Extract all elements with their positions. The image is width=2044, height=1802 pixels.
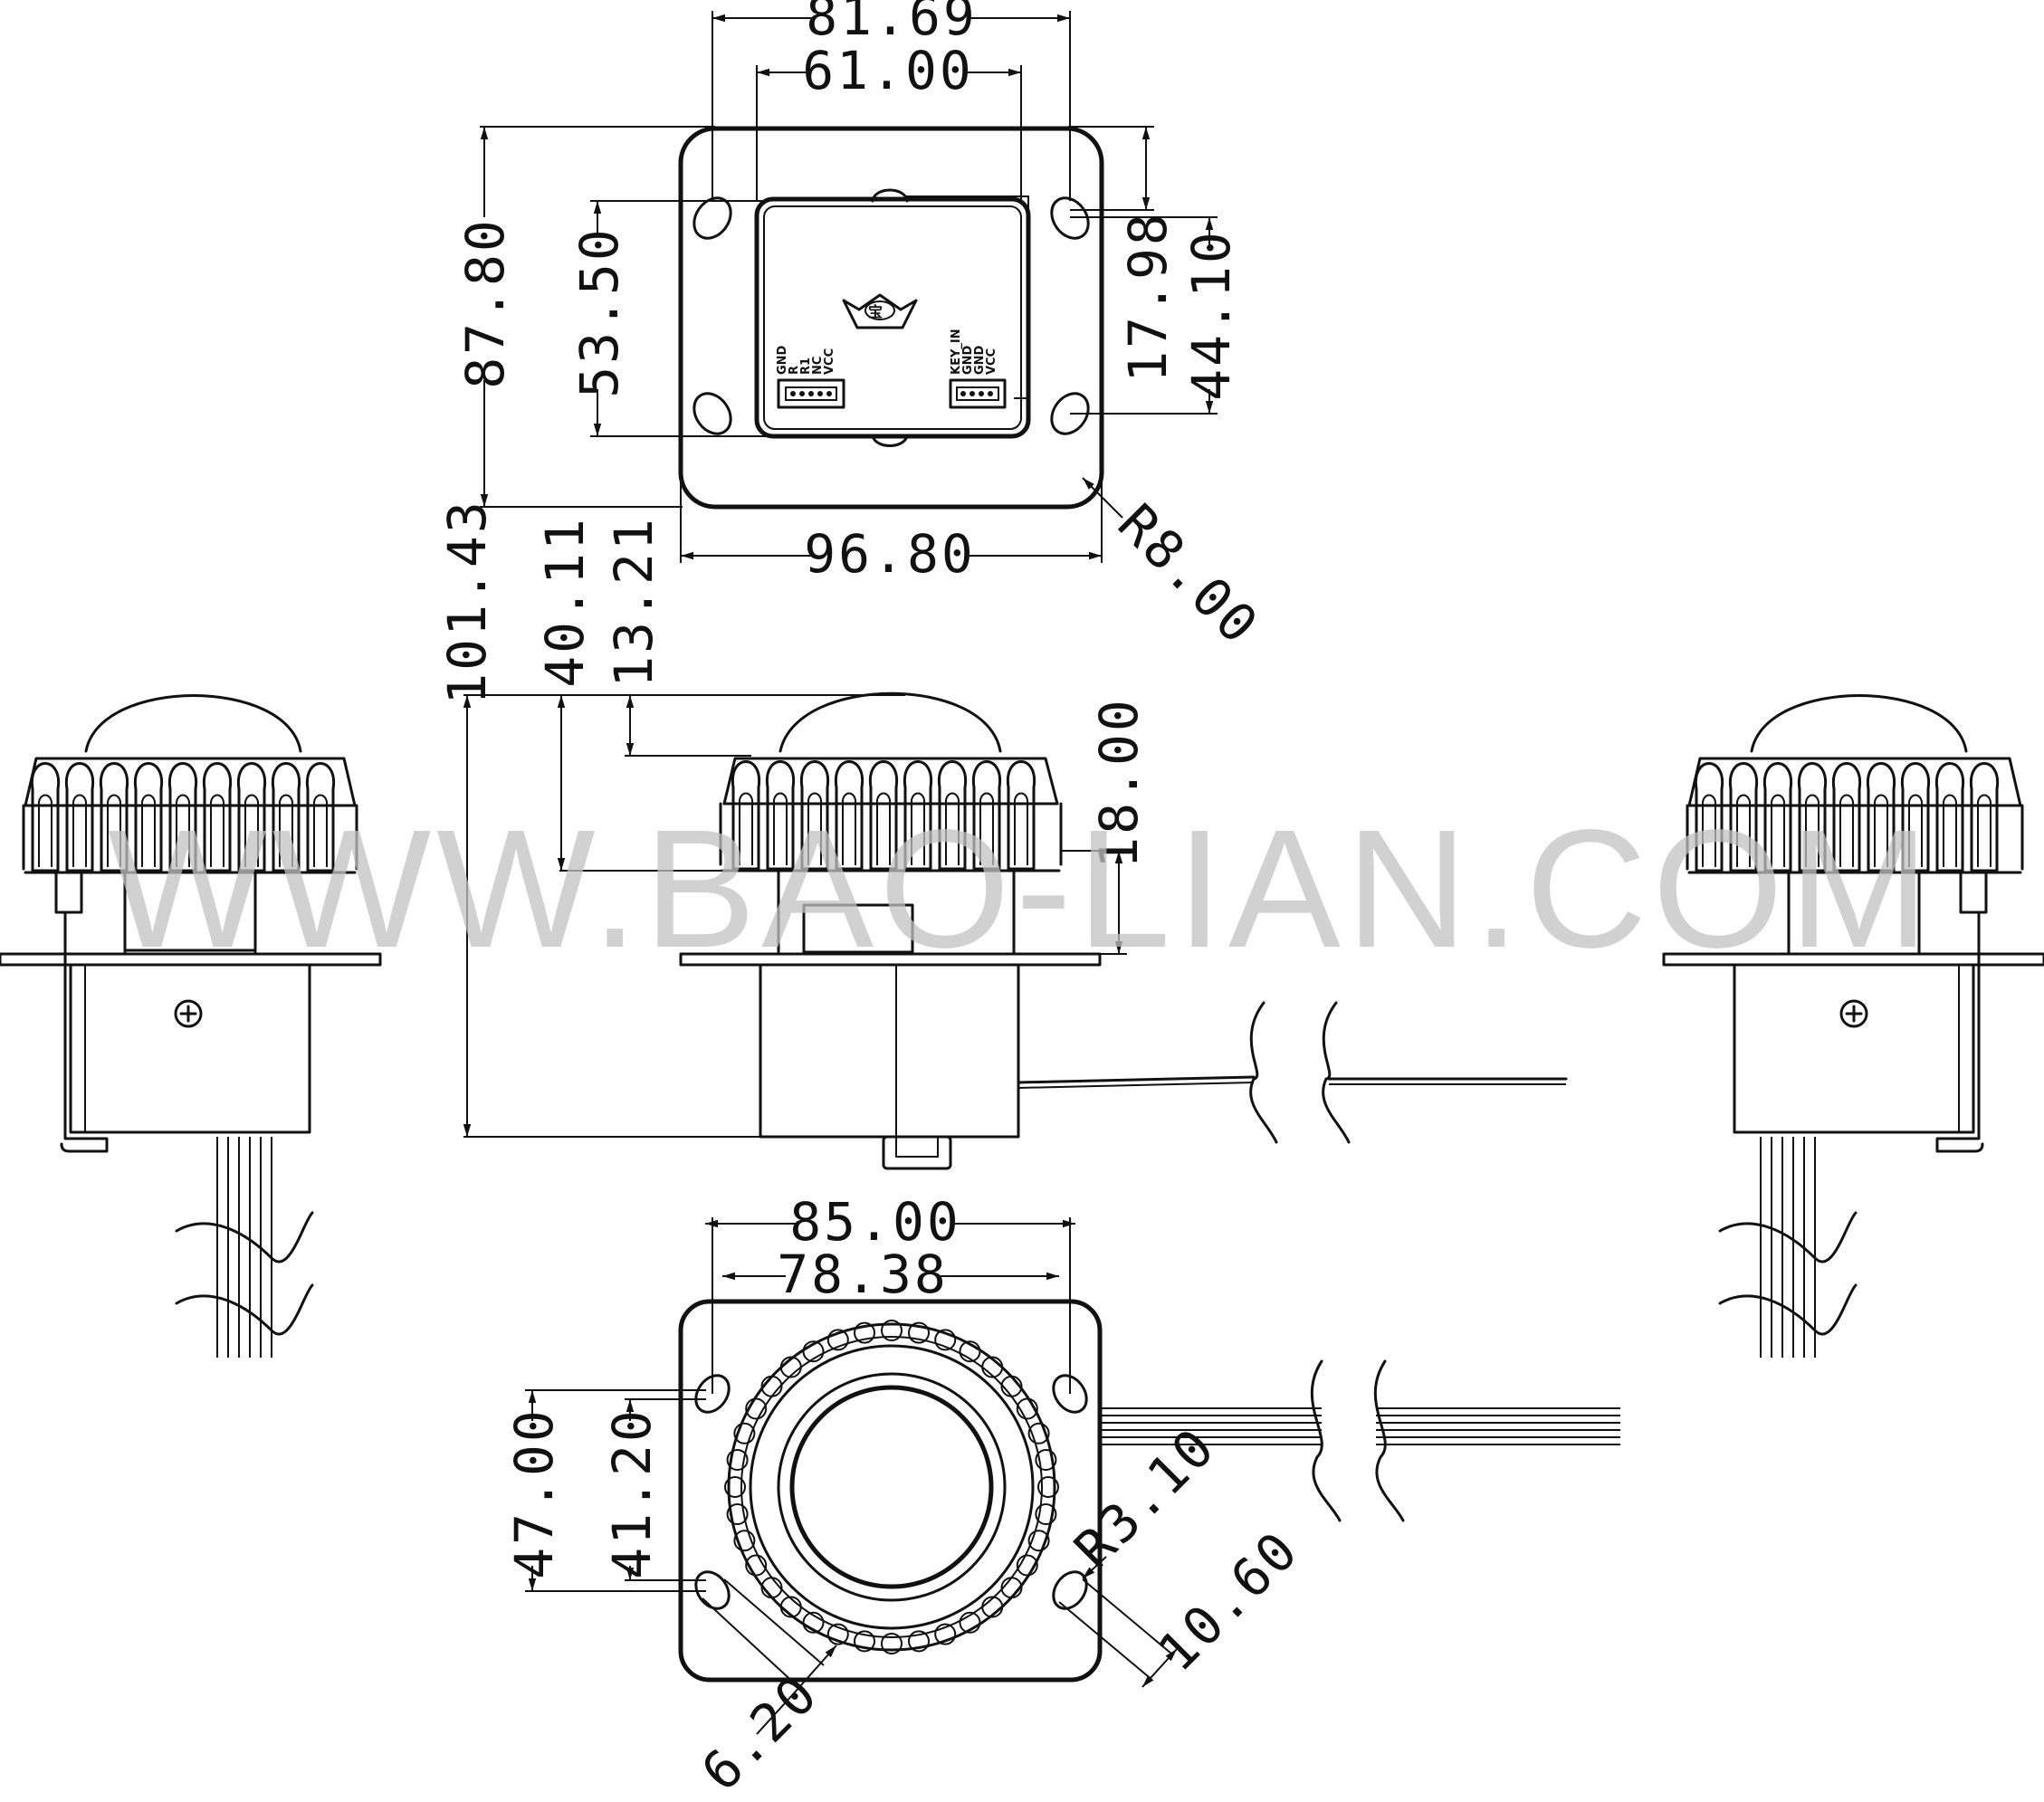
mount-hole	[1050, 196, 1090, 240]
knurl-scallop	[1000, 1375, 1023, 1397]
knurl-scallop	[959, 1340, 981, 1363]
dim-label: 101.43	[436, 499, 498, 705]
dim-label: 81.69	[806, 0, 978, 47]
svg-text:宝: 宝	[868, 303, 883, 320]
top-view-plate	[678, 126, 1104, 510]
mount-hole	[694, 1374, 731, 1414]
dim-label: R8.00	[1106, 492, 1271, 657]
knurled-ring	[724, 1320, 1059, 1654]
dim-label: 10.60	[1146, 1519, 1311, 1683]
knurl-scallop	[1027, 1530, 1050, 1552]
dim-label: 47.00	[503, 1407, 565, 1579]
knurl-scallop	[760, 1375, 783, 1397]
dim-label: 78.38	[777, 1244, 949, 1305]
knurl-scallop	[726, 1449, 749, 1471]
dim-label: 53.50	[568, 226, 630, 398]
mount-hole	[692, 392, 732, 435]
pin-label: GND	[776, 345, 789, 375]
dim-label: 44.10	[1180, 229, 1242, 401]
dim-label: R3.10	[1063, 1416, 1227, 1580]
left-connector	[777, 378, 845, 409]
mount-hole	[694, 1570, 731, 1610]
lens-outer	[777, 1372, 1007, 1602]
lens-inner	[789, 1385, 994, 1589]
dim-label: 17.98	[1117, 211, 1179, 383]
knurl-scallop	[826, 1623, 849, 1645]
knurl-scallop	[934, 1623, 957, 1645]
knurl-scallop	[726, 1503, 749, 1525]
knurl-scallop	[908, 1321, 930, 1344]
knurl-scallop	[779, 1596, 802, 1618]
knurl-scallop	[1035, 1449, 1057, 1471]
right-connector	[949, 378, 1007, 409]
side-view-right	[1662, 694, 2044, 1358]
knurl-scallop	[733, 1530, 756, 1552]
knurl-scallop	[1035, 1503, 1057, 1525]
knurl-scallop	[724, 1476, 746, 1498]
dim-label: 40.11	[534, 516, 596, 688]
right-connector-labels: KEY_IN GND GND VCC	[950, 329, 998, 375]
knurl-scallop	[1037, 1476, 1059, 1498]
pin-label: GND	[973, 345, 987, 375]
knurl-scallop	[745, 1397, 768, 1420]
top-view: 宝 GND R R1 NC VCC KEY_IN GN	[454, 0, 1271, 657]
mount-hole	[1050, 392, 1090, 435]
knurl-scallop	[881, 1633, 903, 1654]
knurl-scallop	[745, 1554, 768, 1577]
left-connector-labels: GND R R1 NC VCC	[776, 345, 836, 375]
knurl-scallop	[854, 1321, 875, 1344]
pin-label: R1	[799, 358, 813, 375]
side-view-left	[0, 694, 382, 1358]
knurl-scallop	[1016, 1554, 1038, 1577]
knurl-scallop	[981, 1356, 1004, 1378]
knurl-scallop	[959, 1611, 981, 1634]
knurl-scallop	[934, 1329, 957, 1351]
pin-label: KEY_IN	[950, 329, 963, 375]
knurl-scallop	[908, 1630, 930, 1653]
bottom-view-plate	[678, 1299, 1103, 1683]
dim-label: 85.00	[789, 1191, 961, 1253]
dim-label: 96.80	[804, 523, 976, 585]
mount-hole	[1052, 1570, 1088, 1610]
pin-label: VCC	[985, 348, 998, 375]
mount-hole	[1052, 1374, 1088, 1414]
bottom-view: 85.00 78.38 47.00 41.20 R3.10 10.60 6.20	[503, 1191, 1620, 1802]
dim-label: 87.80	[454, 217, 516, 389]
dim-label: 18.00	[1088, 697, 1150, 869]
knurl-scallop	[981, 1596, 1004, 1618]
knurl-scallop	[779, 1356, 802, 1378]
watermark: WWW.BAO-LIAN.COM	[108, 796, 1934, 983]
knurl-scallop	[881, 1320, 903, 1341]
knurl-scallop	[1027, 1422, 1050, 1444]
knurl-scallop	[1016, 1397, 1038, 1420]
pin-label: R	[788, 366, 801, 375]
knurl-scallop	[802, 1611, 825, 1634]
dim-label: 13.21	[603, 516, 664, 688]
knurl-scallop	[760, 1577, 783, 1599]
brand-logo: 宝	[842, 293, 918, 329]
side-view-center: 101.43 40.11 13.21 18.00	[436, 499, 1568, 1170]
knurl-scallop	[826, 1329, 849, 1351]
knurl-scallop	[802, 1340, 825, 1363]
pin-label: GND	[961, 345, 975, 375]
dim-label: 61.00	[802, 40, 974, 101]
knurl-scallop	[854, 1630, 875, 1653]
knurl-scallop	[733, 1422, 756, 1444]
pin-label: VCC	[823, 348, 836, 375]
dim-label: 6.20	[690, 1663, 830, 1802]
pin-label: NC	[811, 357, 825, 375]
knurl-scallop	[1000, 1577, 1023, 1599]
dim-label: 41.20	[601, 1407, 663, 1579]
